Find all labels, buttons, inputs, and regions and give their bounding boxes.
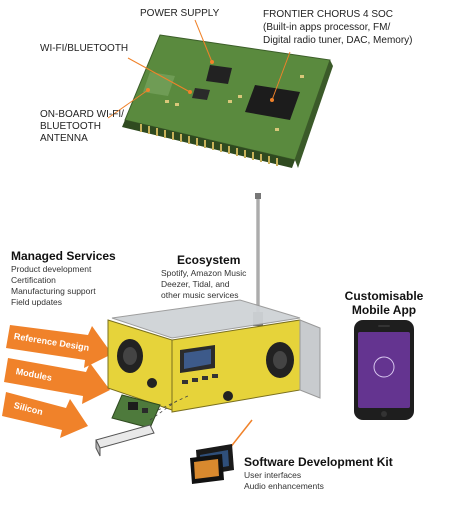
sdk-item: Audio enhancements [244,481,324,491]
module-callout-lines [107,19,291,119]
mobile-phone [354,320,414,420]
ecosystem-line: Spotify, Amazon Music [161,268,247,278]
sdk-title: Software Development Kit [244,455,393,469]
ecosystem-title: Ecosystem [177,253,241,267]
mobile-app-title-line2: Mobile App [351,303,417,317]
managed-services-title: Managed Services [11,249,116,263]
sdk-item: User interfaces [244,470,302,480]
sdk-screens [190,444,234,484]
mobile-app-title-line1: Customisable [344,289,424,303]
soc-line1-label: (Built-in apps processor, FM/ [263,22,391,33]
module-board [122,34,333,168]
exploded-module [95,394,161,457]
managed-services-item: Field updates [11,297,63,307]
antenna-label-line1: ON-BOARD WI-FI/ [40,109,124,120]
soc-line2-label: Digital radio tuner, DAC, Memory) [263,35,413,46]
antenna-label-line3: ANTENNA [40,133,88,144]
wifi-bluetooth-label: WI-FI/BLUETOOTH [40,43,129,54]
ecosystem-line: other music services [161,290,239,300]
ecosystem-line: Deezer, Tidal, and [161,279,230,289]
managed-services-item: Product development [11,264,92,274]
radio-device [107,299,321,413]
antenna-label-line2: BLUETOOTH [40,121,101,132]
feature-arrows [2,325,112,438]
managed-services-item: Manufacturing support [11,286,96,296]
power-supply-label: POWER SUPPLY [140,8,220,19]
soc-title-label: FRONTIER CHORUS 4 SOC [263,9,394,20]
managed-services-item: Certification [11,275,56,285]
